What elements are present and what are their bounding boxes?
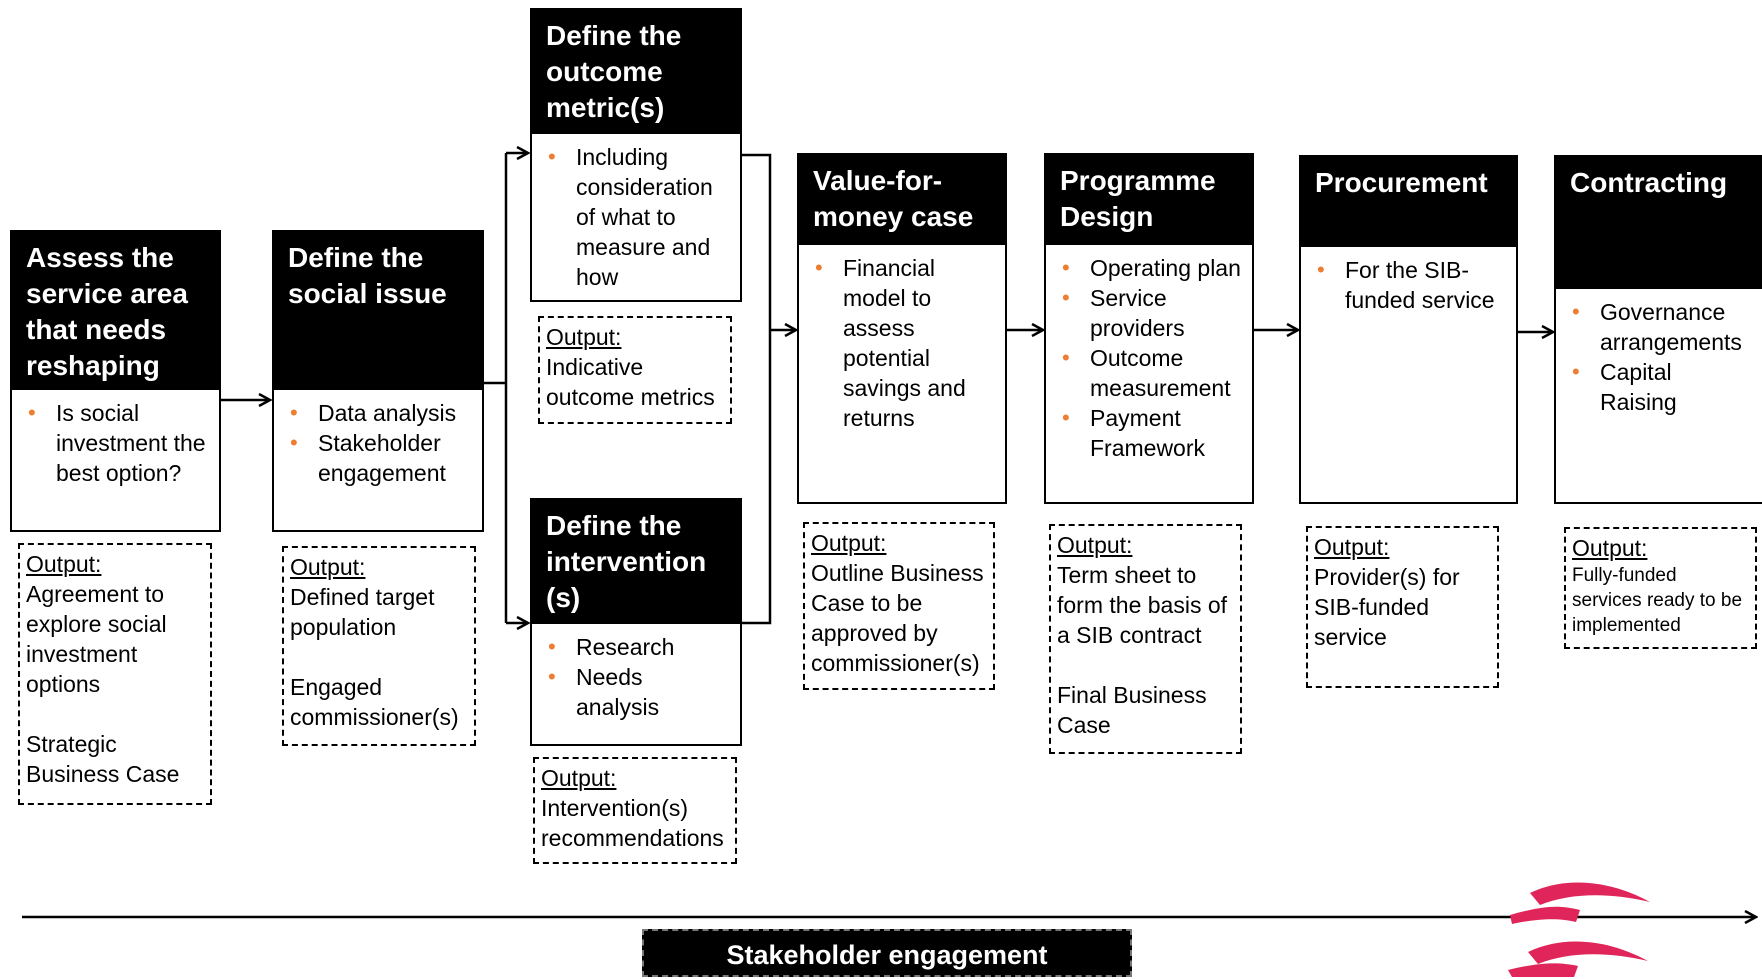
bullet-item: For the SIB-funded service bbox=[1315, 255, 1506, 315]
step-contracting: Contracting Governance arrangements Capi… bbox=[1554, 155, 1762, 504]
sword-logo-icon bbox=[1508, 882, 1650, 977]
output-value-for-money: Output: Outline Business Case to be appr… bbox=[803, 522, 995, 690]
output-procurement: Output: Provider(s) for SIB-funded servi… bbox=[1306, 526, 1499, 688]
step-value-for-money: Value-for- money case Financial model to… bbox=[797, 153, 1007, 504]
step-outcome-metrics-title: Define the outcome metric(s) bbox=[532, 10, 740, 134]
step-programme-design: Programme Design Operating plan Service … bbox=[1044, 153, 1254, 504]
output-social-issue: Output: Defined target population Engage… bbox=[282, 546, 476, 746]
step-contracting-title: Contracting bbox=[1556, 157, 1762, 289]
step-assess: Assess the service area that needs resha… bbox=[10, 230, 221, 532]
step-procurement-title: Procurement bbox=[1301, 157, 1516, 247]
bullet-item: Governance arrangements bbox=[1570, 297, 1752, 357]
step-social-issue: Define the social issue Data analysis St… bbox=[272, 230, 484, 532]
output-intervention: Output: Intervention(s) recommendations bbox=[533, 757, 737, 864]
step-value-for-money-bullets: Financial model to assess potential savi… bbox=[813, 253, 995, 433]
bullet-item: Outcome measurement bbox=[1060, 343, 1242, 403]
bullet-item: Needs analysis bbox=[546, 662, 730, 722]
step-assess-bullets: Is social investment the best option? bbox=[26, 398, 209, 488]
step-value-for-money-title: Value-for- money case bbox=[799, 155, 1005, 245]
bullet-item: Research bbox=[546, 632, 730, 662]
bullet-item: Data analysis bbox=[288, 398, 472, 428]
step-outcome-metrics-bullets: Including consideration of what to measu… bbox=[546, 142, 730, 292]
step-programme-design-bullets: Operating plan Service providers Outcome… bbox=[1060, 253, 1242, 463]
bullet-item: Payment Framework bbox=[1060, 403, 1242, 463]
output-contracting: Output: Fully-funded services ready to b… bbox=[1564, 527, 1757, 649]
step-programme-design-title: Programme Design bbox=[1046, 155, 1252, 245]
step-intervention-title: Define the intervention (s) bbox=[532, 500, 740, 624]
bullet-item: Service providers bbox=[1060, 283, 1242, 343]
bullet-item: Stakeholder engagement bbox=[288, 428, 472, 488]
bullet-item: Operating plan bbox=[1060, 253, 1242, 283]
bullet-item: Financial model to assess potential savi… bbox=[813, 253, 995, 433]
step-assess-title: Assess the service area that needs resha… bbox=[12, 232, 219, 390]
step-intervention-bullets: Research Needs analysis bbox=[546, 632, 730, 722]
bullet-item: Is social investment the best option? bbox=[26, 398, 209, 488]
step-procurement-bullets: For the SIB-funded service bbox=[1315, 255, 1506, 315]
step-contracting-bullets: Governance arrangements Capital Raising bbox=[1570, 297, 1752, 417]
step-social-issue-bullets: Data analysis Stakeholder engagement bbox=[288, 398, 472, 488]
step-social-issue-title: Define the social issue bbox=[274, 232, 482, 390]
bullet-item: Capital Raising bbox=[1570, 357, 1752, 417]
merge-line bbox=[740, 153, 772, 625]
step-outcome-metrics: Define the outcome metric(s) Including c… bbox=[530, 8, 742, 302]
step-intervention: Define the intervention (s) Research Nee… bbox=[530, 498, 742, 746]
output-assess: Output: Agreement to explore social inve… bbox=[18, 543, 212, 805]
output-outcome-metrics: Output: Indicative outcome metrics bbox=[538, 316, 732, 424]
bullet-item: Including consideration of what to measu… bbox=[546, 142, 730, 292]
step-procurement: Procurement For the SIB-funded service bbox=[1299, 155, 1518, 504]
output-programme-design: Output: Term sheet to form the basis of … bbox=[1049, 524, 1242, 754]
stakeholder-engagement-label: Stakeholder engagement bbox=[642, 929, 1132, 977]
